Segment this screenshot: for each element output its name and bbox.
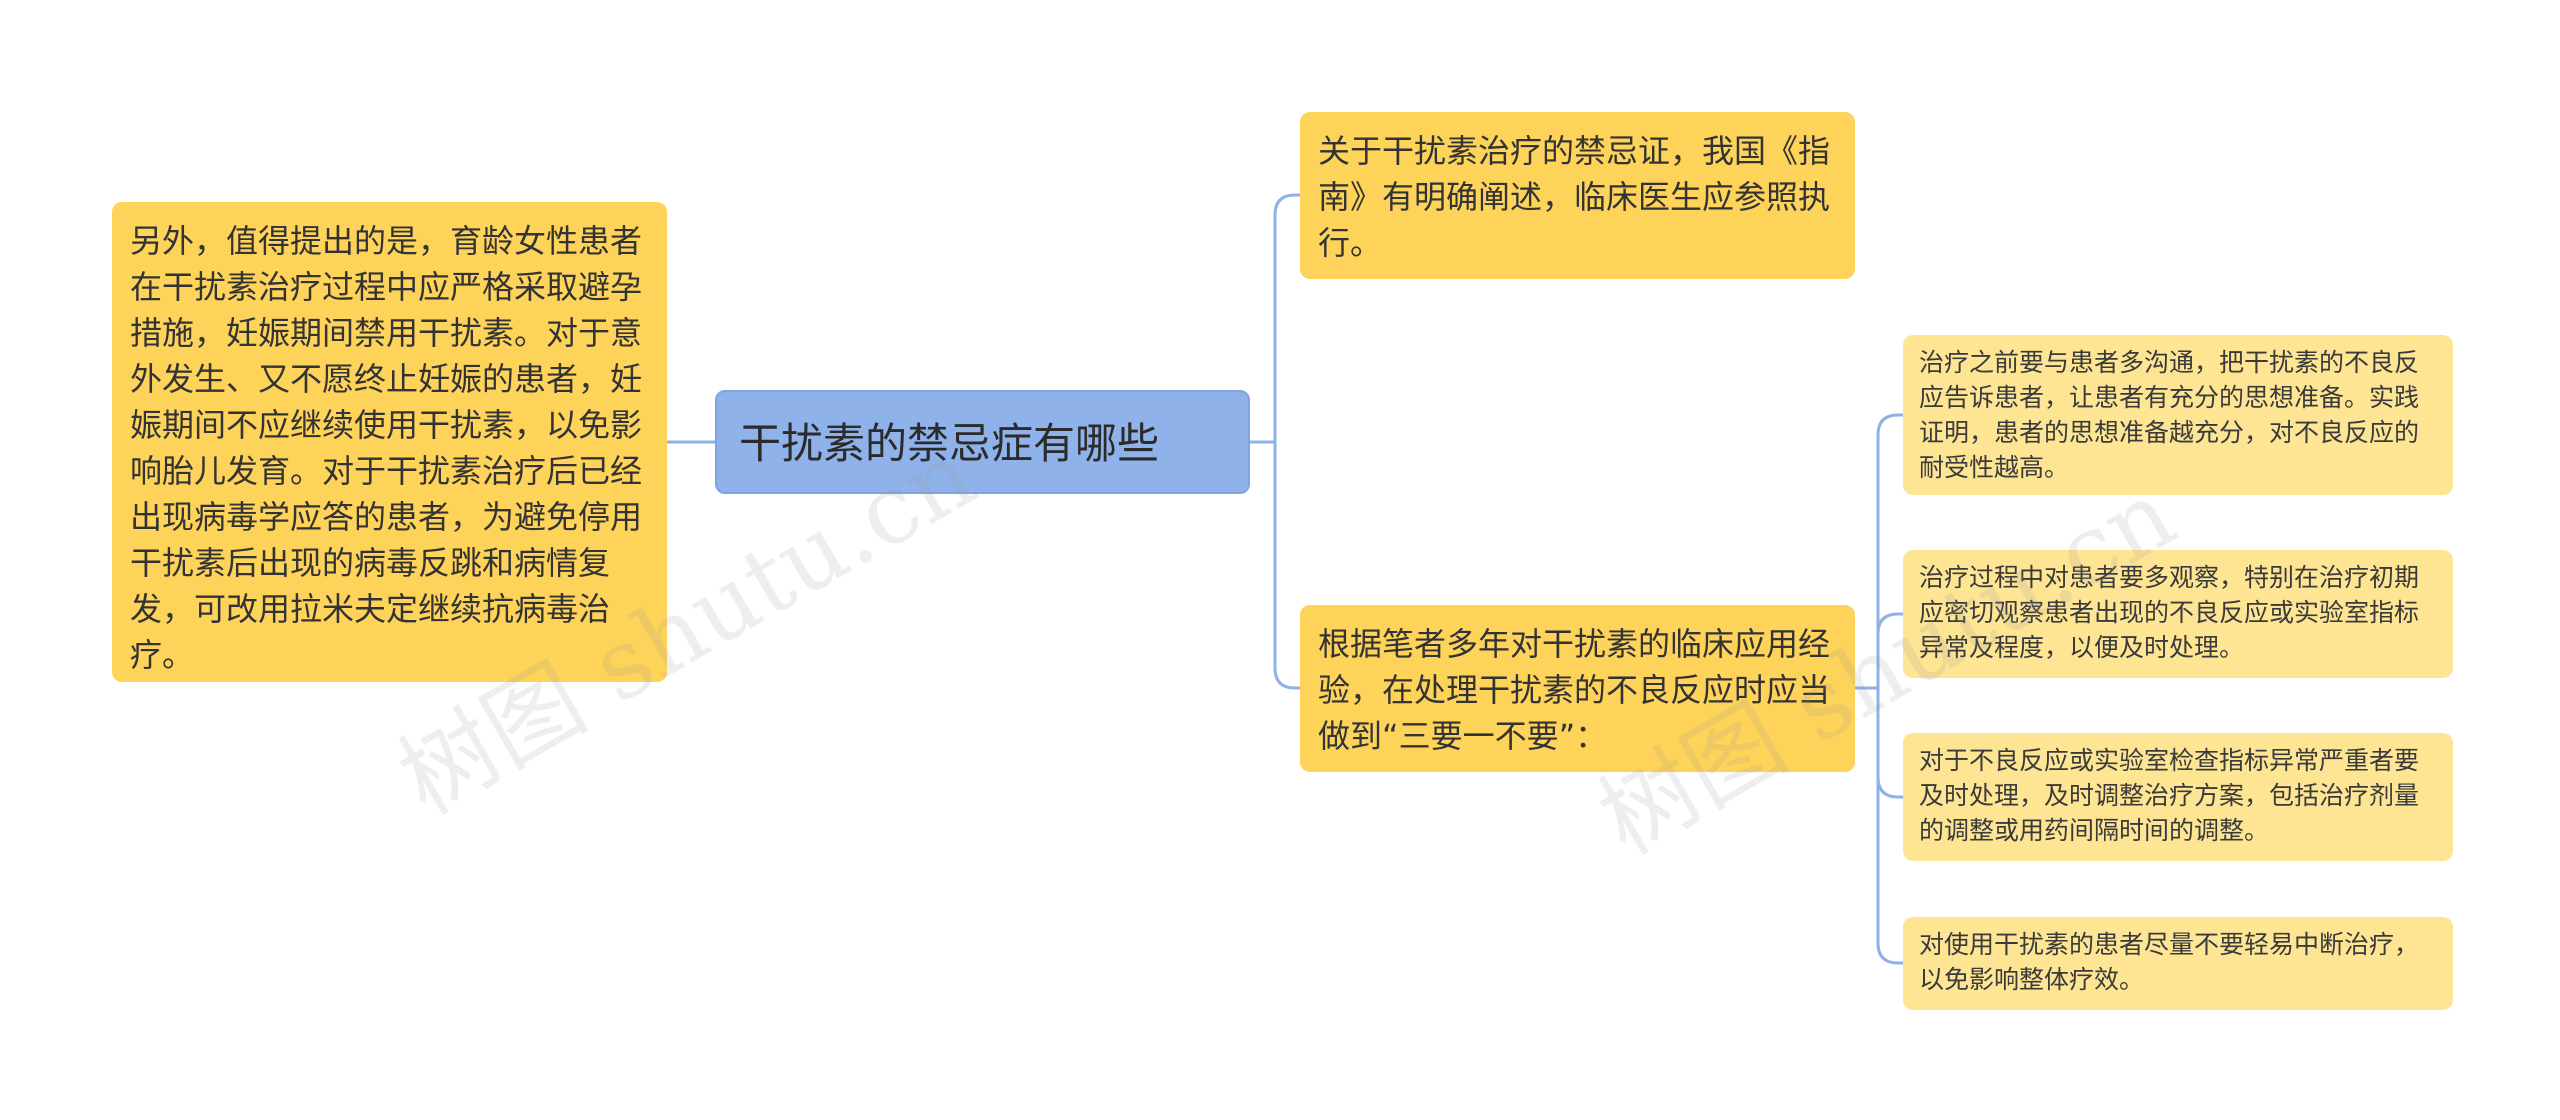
connector-to-tip1 — [1876, 413, 1903, 688]
right-branch-text-experience: 根据笔者多年对干扰素的临床应用经验，在处理干扰素的不良反应时应当做到“三要一不要… — [1318, 625, 1831, 755]
left-branch-node[interactable]: 另外，值得提出的是，育龄女性患者在干扰素治疗过程中应严格采取避孕措施，妊娠期间禁… — [112, 202, 667, 682]
connector-to-tip2 — [1876, 612, 1903, 688]
sub-node-observe-text: 治疗过程中对患者要多观察，特别在治疗初期应密切观察患者出现的不良反应或实验室指标… — [1919, 563, 2420, 662]
sub-node-observe[interactable]: 治疗过程中对患者要多观察，特别在治疗初期应密切观察患者出现的不良反应或实验室指标… — [1903, 550, 2453, 678]
right-branch-node-experience[interactable]: 根据笔者多年对干扰素的临床应用经验，在处理干扰素的不良反应时应当做到“三要一不要… — [1300, 605, 1855, 772]
left-branch-text: 另外，值得提出的是，育龄女性患者在干扰素治疗过程中应严格采取避孕措施，妊娠期间禁… — [130, 222, 643, 674]
sub-node-communicate-text: 治疗之前要与患者多沟通，把干扰素的不良反应告诉患者，让患者有充分的思想准备。实践… — [1919, 348, 2420, 482]
right-branch-text-guidelines: 关于干扰素治疗的禁忌证，我国《指南》有明确阐述，临床医生应参照执行。 — [1318, 132, 1831, 262]
connector-to-mid-right — [1273, 442, 1300, 690]
sub-node-do-not-interrupt-text: 对使用干扰素的患者尽量不要轻易中断治疗，以免影响整体疗效。 — [1919, 930, 2420, 994]
connector-to-tip4 — [1876, 688, 1903, 965]
root-node-label: 干扰素的禁忌症有哪些 — [739, 419, 1160, 468]
right-branch-node-guidelines[interactable]: 关于干扰素治疗的禁忌证，我国《指南》有明确阐述，临床医生应参照执行。 — [1300, 112, 1855, 279]
sub-node-communicate[interactable]: 治疗之前要与患者多沟通，把干扰素的不良反应告诉患者，让患者有充分的思想准备。实践… — [1903, 335, 2453, 495]
connector-to-tip3 — [1876, 688, 1903, 799]
sub-node-do-not-interrupt[interactable]: 对使用干扰素的患者尽量不要轻易中断治疗，以免影响整体疗效。 — [1903, 917, 2453, 1010]
sub-node-handle[interactable]: 对于不良反应或实验室检查指标异常严重者要及时处理，及时调整治疗方案，包括治疗剂量… — [1903, 733, 2453, 861]
sub-node-handle-text: 对于不良反应或实验室检查指标异常严重者要及时处理，及时调整治疗方案，包括治疗剂量… — [1919, 746, 2420, 845]
root-node[interactable]: 干扰素的禁忌症有哪些 — [715, 390, 1250, 494]
connector-to-top-right — [1273, 193, 1300, 442]
